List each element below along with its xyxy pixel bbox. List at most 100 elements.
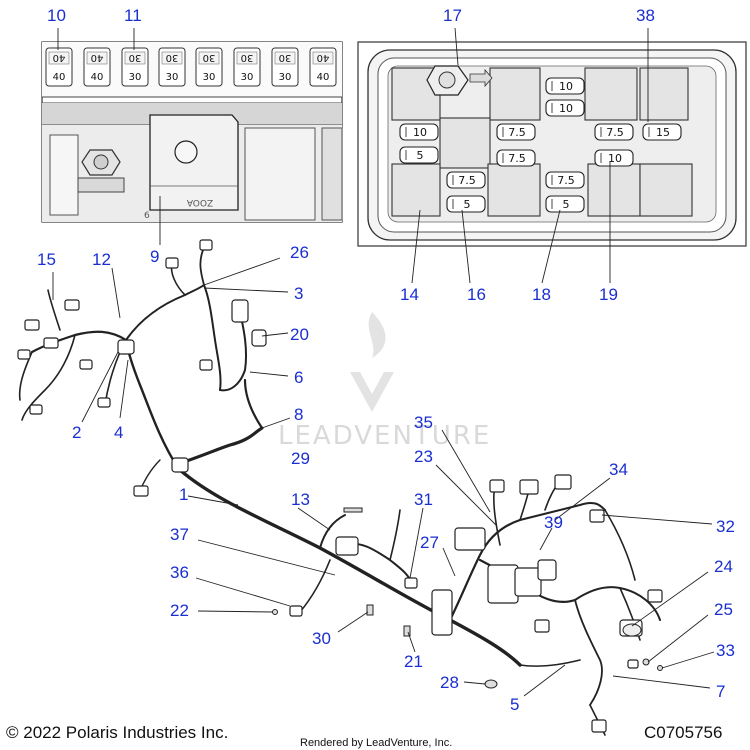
callout-14: 14 — [400, 285, 419, 304]
bolt-icon — [426, 65, 493, 96]
callout-39: 39 — [544, 513, 563, 532]
fuse-rating-top: 30 — [129, 52, 142, 63]
callout-26: 26 — [290, 243, 309, 262]
callout-27: 27 — [420, 533, 439, 552]
fuse-rating-top: 40 — [53, 52, 66, 63]
callout-34: 34 — [609, 460, 628, 479]
fuse-5: 30 30 — [195, 47, 223, 87]
fuse-f1: 10 — [545, 77, 585, 95]
callout-labels: 10 11 17 38 9 14 16 18 19 15 12 26 3 20 … — [37, 6, 735, 714]
fuse-f8: 15 — [642, 123, 682, 141]
part-21 — [403, 625, 411, 637]
fuse-rating: 7.5 — [508, 126, 526, 139]
relay-side-mark: 6 — [144, 211, 150, 221]
callout-18: 18 — [532, 285, 551, 304]
fuse-f11: 5 — [446, 195, 486, 213]
callout-22: 22 — [170, 601, 189, 620]
watermark: LEADVENTURE — [278, 312, 489, 451]
callout-28: 28 — [440, 673, 459, 692]
part-33 — [657, 665, 663, 671]
callout-5: 5 — [510, 695, 519, 714]
callout-31: 31 — [414, 490, 433, 509]
fuse-f10: 7.5 — [446, 171, 486, 189]
fuse-rating: 10 — [559, 80, 573, 93]
part-30 — [366, 604, 374, 616]
callout-32: 32 — [716, 517, 735, 536]
part-29 — [343, 507, 363, 513]
fuse-rating-top: 40 — [91, 52, 104, 63]
fuse-rating: 5 — [417, 149, 424, 162]
part-25 — [642, 658, 650, 666]
fuse-rating-top: 30 — [166, 52, 179, 63]
copyright-text: © 2022 Polaris Industries Inc. — [6, 723, 228, 742]
callout-16: 16 — [467, 285, 486, 304]
callout-19: 19 — [599, 285, 618, 304]
fuse-rating: 10 — [608, 152, 622, 165]
callout-4: 4 — [114, 423, 123, 442]
fuse-rating: 7.5 — [557, 174, 575, 187]
callout-9: 9 — [150, 247, 159, 266]
part-28 — [484, 679, 498, 689]
callout-2: 2 — [72, 423, 81, 442]
relay-stamp: ZOOA — [186, 197, 213, 207]
callout-38: 38 — [636, 6, 655, 25]
fuse-rating-bottom: 30 — [279, 72, 292, 83]
callout-23: 23 — [414, 447, 433, 466]
callout-30: 30 — [312, 629, 331, 648]
callout-8: 8 — [294, 405, 303, 424]
fuse-rating: 10 — [413, 126, 427, 139]
fuse-rating: 10 — [559, 102, 573, 115]
callout-17: 17 — [443, 6, 462, 25]
callout-1: 1 — [179, 485, 188, 504]
fuse-rating: 7.5 — [508, 152, 526, 165]
fuse-7: 30 30 — [271, 47, 299, 87]
fuse-f5: 7.5 — [496, 123, 536, 141]
callout-7: 7 — [716, 682, 725, 701]
callout-37: 37 — [170, 525, 189, 544]
fuse-f13: 5 — [545, 195, 585, 213]
callout-11: 11 — [124, 6, 142, 25]
callout-21: 21 — [404, 652, 423, 671]
callout-6: 6 — [294, 368, 303, 387]
fuse-rating-top: 30 — [241, 52, 254, 63]
fuse-rating: 15 — [656, 126, 670, 139]
part-22 — [272, 609, 278, 615]
right-fuse-grid: 10 10 10 5 7.5 7.5 7.5 15 10 7.5 5 7.5 5 — [399, 77, 682, 213]
fuse-rating-top: 30 — [203, 52, 216, 63]
fuse-f9: 10 — [594, 149, 634, 167]
callout-10: 10 — [47, 6, 66, 25]
fuse-rating: 5 — [563, 198, 570, 211]
fuse-f12: 7.5 — [545, 171, 585, 189]
fuse-rating: 5 — [464, 198, 471, 211]
fuse-rating-bottom: 30 — [203, 72, 216, 83]
diagram-code: C0705756 — [644, 723, 722, 742]
fuse-rating-bottom: 30 — [241, 72, 254, 83]
fuse-rating-bottom: 30 — [166, 72, 179, 83]
fuse-rating-bottom: 30 — [129, 72, 142, 83]
callout-15: 15 — [37, 250, 56, 269]
part-24 — [622, 623, 642, 637]
fuse-8: 40 40 — [309, 47, 337, 87]
rendered-by-text: Rendered by LeadVenture, Inc. — [300, 737, 452, 749]
fuse-rating-top: 40 — [317, 52, 330, 63]
callout-13: 13 — [291, 490, 310, 509]
callout-20: 20 — [290, 325, 309, 344]
fuse-f6: 7.5 — [496, 149, 536, 167]
right-inset-panel: 10 10 10 5 7.5 7.5 7.5 15 10 7.5 5 7.5 5 — [357, 41, 747, 247]
fuse-f4: 5 — [399, 146, 439, 164]
harness-drawing — [17, 239, 663, 736]
fuse-f3: 10 — [399, 123, 439, 141]
fuse-rating: 7.5 — [606, 126, 624, 139]
fuse-6: 30 30 — [233, 47, 261, 87]
fuse-rating-bottom: 40 — [317, 72, 330, 83]
footer: © 2022 Polaris Industries Inc. C0705756 … — [6, 723, 722, 749]
fuse-4: 30 30 — [158, 47, 186, 87]
callout-35: 35 — [414, 413, 433, 432]
fuse-rating-top: 30 — [279, 52, 292, 63]
relay-block: ZOOA 6 — [144, 114, 239, 221]
